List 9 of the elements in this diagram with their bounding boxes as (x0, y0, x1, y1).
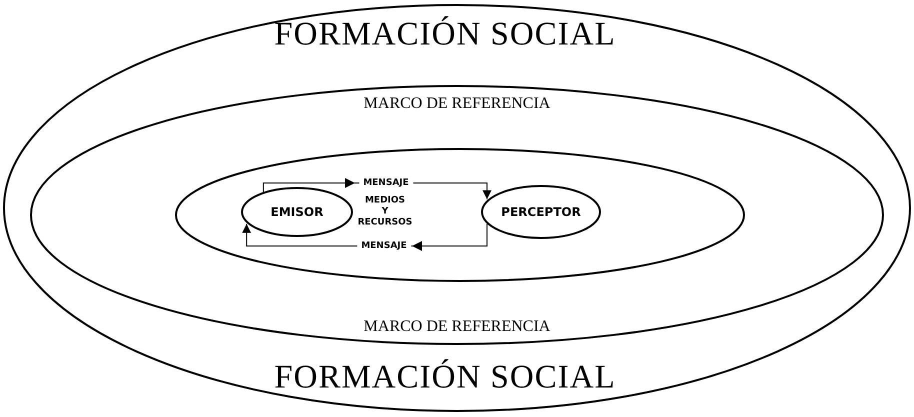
diagram-label: FORMACIÓN SOCIAL (274, 16, 616, 54)
edge-label: MENSAJE (359, 178, 413, 188)
diagram-label: FORMACIÓN SOCIAL (274, 360, 616, 396)
diagram-label: MARCO DE REFERENCIA (364, 95, 550, 113)
diagram-label: EMISOR (270, 205, 324, 219)
edge-label: MENSAJE (357, 241, 411, 251)
diagram-label: PERCEPTOR (501, 205, 581, 219)
diagram-label: MARCO DE REFERENCIA (364, 318, 550, 336)
diagram-label: MEDIOS Y RECURSOS (356, 196, 414, 228)
